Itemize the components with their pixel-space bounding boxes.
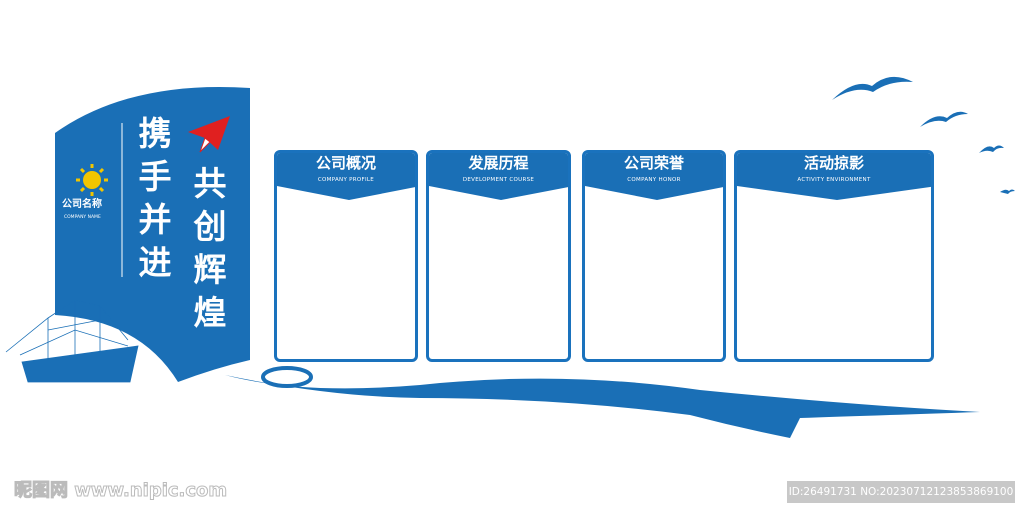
seagull-icon [832, 76, 1015, 194]
company-name: 公司名称 [62, 199, 102, 210]
panel-development-course: 发展历程 DEVELOPMENT COURSE [426, 150, 571, 362]
panel-company-honor: 公司荣誉 COMPANY HONOR [582, 150, 726, 362]
slogan-char: 辉 [193, 250, 227, 289]
slogan-char: 创 [193, 207, 227, 246]
sailing-ship-icon [5, 299, 139, 383]
panel-company-profile: 公司概况 COMPANY PROFILE [274, 150, 418, 362]
slogan-char: 携 [138, 114, 172, 153]
slogan-char: 进 [138, 243, 172, 282]
panel-subtitle: ACTIVITY ENVIRONMENT [797, 177, 871, 183]
panel-header-bg [277, 153, 415, 200]
slogan-char: 并 [138, 200, 172, 239]
sun-logo-icon [76, 164, 108, 196]
panel-title: 公司概况 [315, 154, 376, 172]
panel-title: 活动掠影 [803, 154, 864, 172]
slogan-right: 共 创 辉 煌 [190, 162, 230, 334]
paper-plane-icon [188, 116, 230, 153]
panel-header-bg [429, 153, 568, 200]
panel-subtitle: COMPANY HONOR [627, 177, 681, 183]
left-banner [55, 86, 250, 383]
slogan-left: 携 手 并 进 [135, 112, 175, 284]
watermark-id: ID:26491731 NO:20230712123853869100 [787, 481, 1015, 503]
panel-subtitle: COMPANY PROFILE [317, 177, 375, 183]
slogan-char: 共 [193, 164, 227, 203]
panel-activity: 活动掠影 ACTIVITY ENVIRONMENT [734, 150, 934, 362]
panel-title: 发展历程 [468, 154, 529, 172]
slogan-char: 煌 [193, 293, 227, 332]
panel-header-bg [737, 153, 931, 200]
panel-title: 公司荣誉 [623, 154, 684, 172]
wave-ribbon [225, 375, 980, 438]
ribbon-loop [261, 366, 313, 388]
watermark-site: 昵图网 www.nipic.com [13, 480, 228, 502]
slogan-char: 手 [138, 157, 172, 196]
panel-subtitle: DEVELOPMENT COURSE [462, 177, 535, 183]
company-name-en: COMPANY NAME [64, 215, 101, 220]
panel-header-bg [585, 153, 723, 200]
